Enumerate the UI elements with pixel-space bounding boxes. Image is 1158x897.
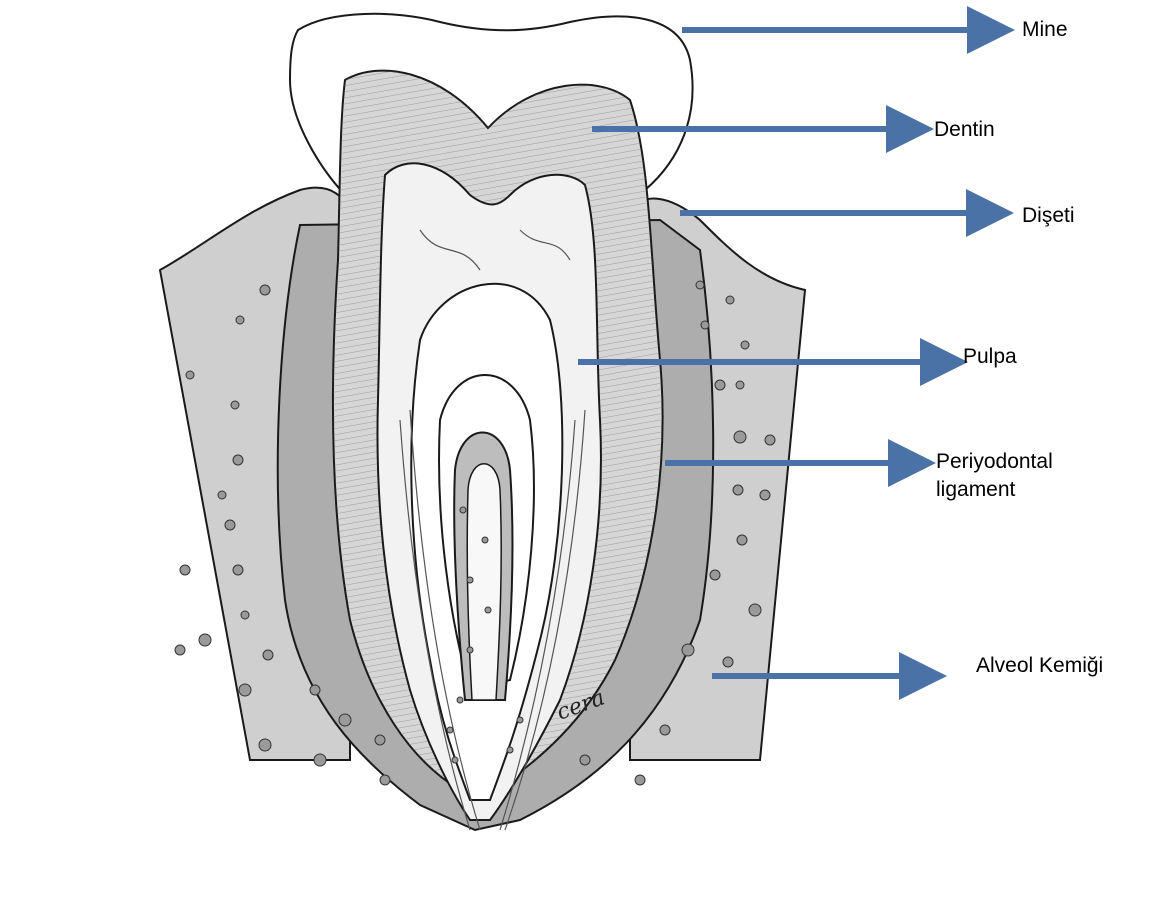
label-alveol-kemigi: Alveol Kemiği <box>976 652 1103 680</box>
label-dentin: Dentin <box>934 116 995 144</box>
label-mine: Mine <box>1022 16 1068 44</box>
label-pulpa: Pulpa <box>963 343 1017 371</box>
label-periyodontal-line1: Periyodontal <box>936 448 1053 476</box>
label-periyodontal-line2: ligament <box>936 476 1053 504</box>
label-periyodontal-ligament: Periyodontal ligament <box>936 448 1053 504</box>
label-diseti: Dişeti <box>1022 202 1075 230</box>
